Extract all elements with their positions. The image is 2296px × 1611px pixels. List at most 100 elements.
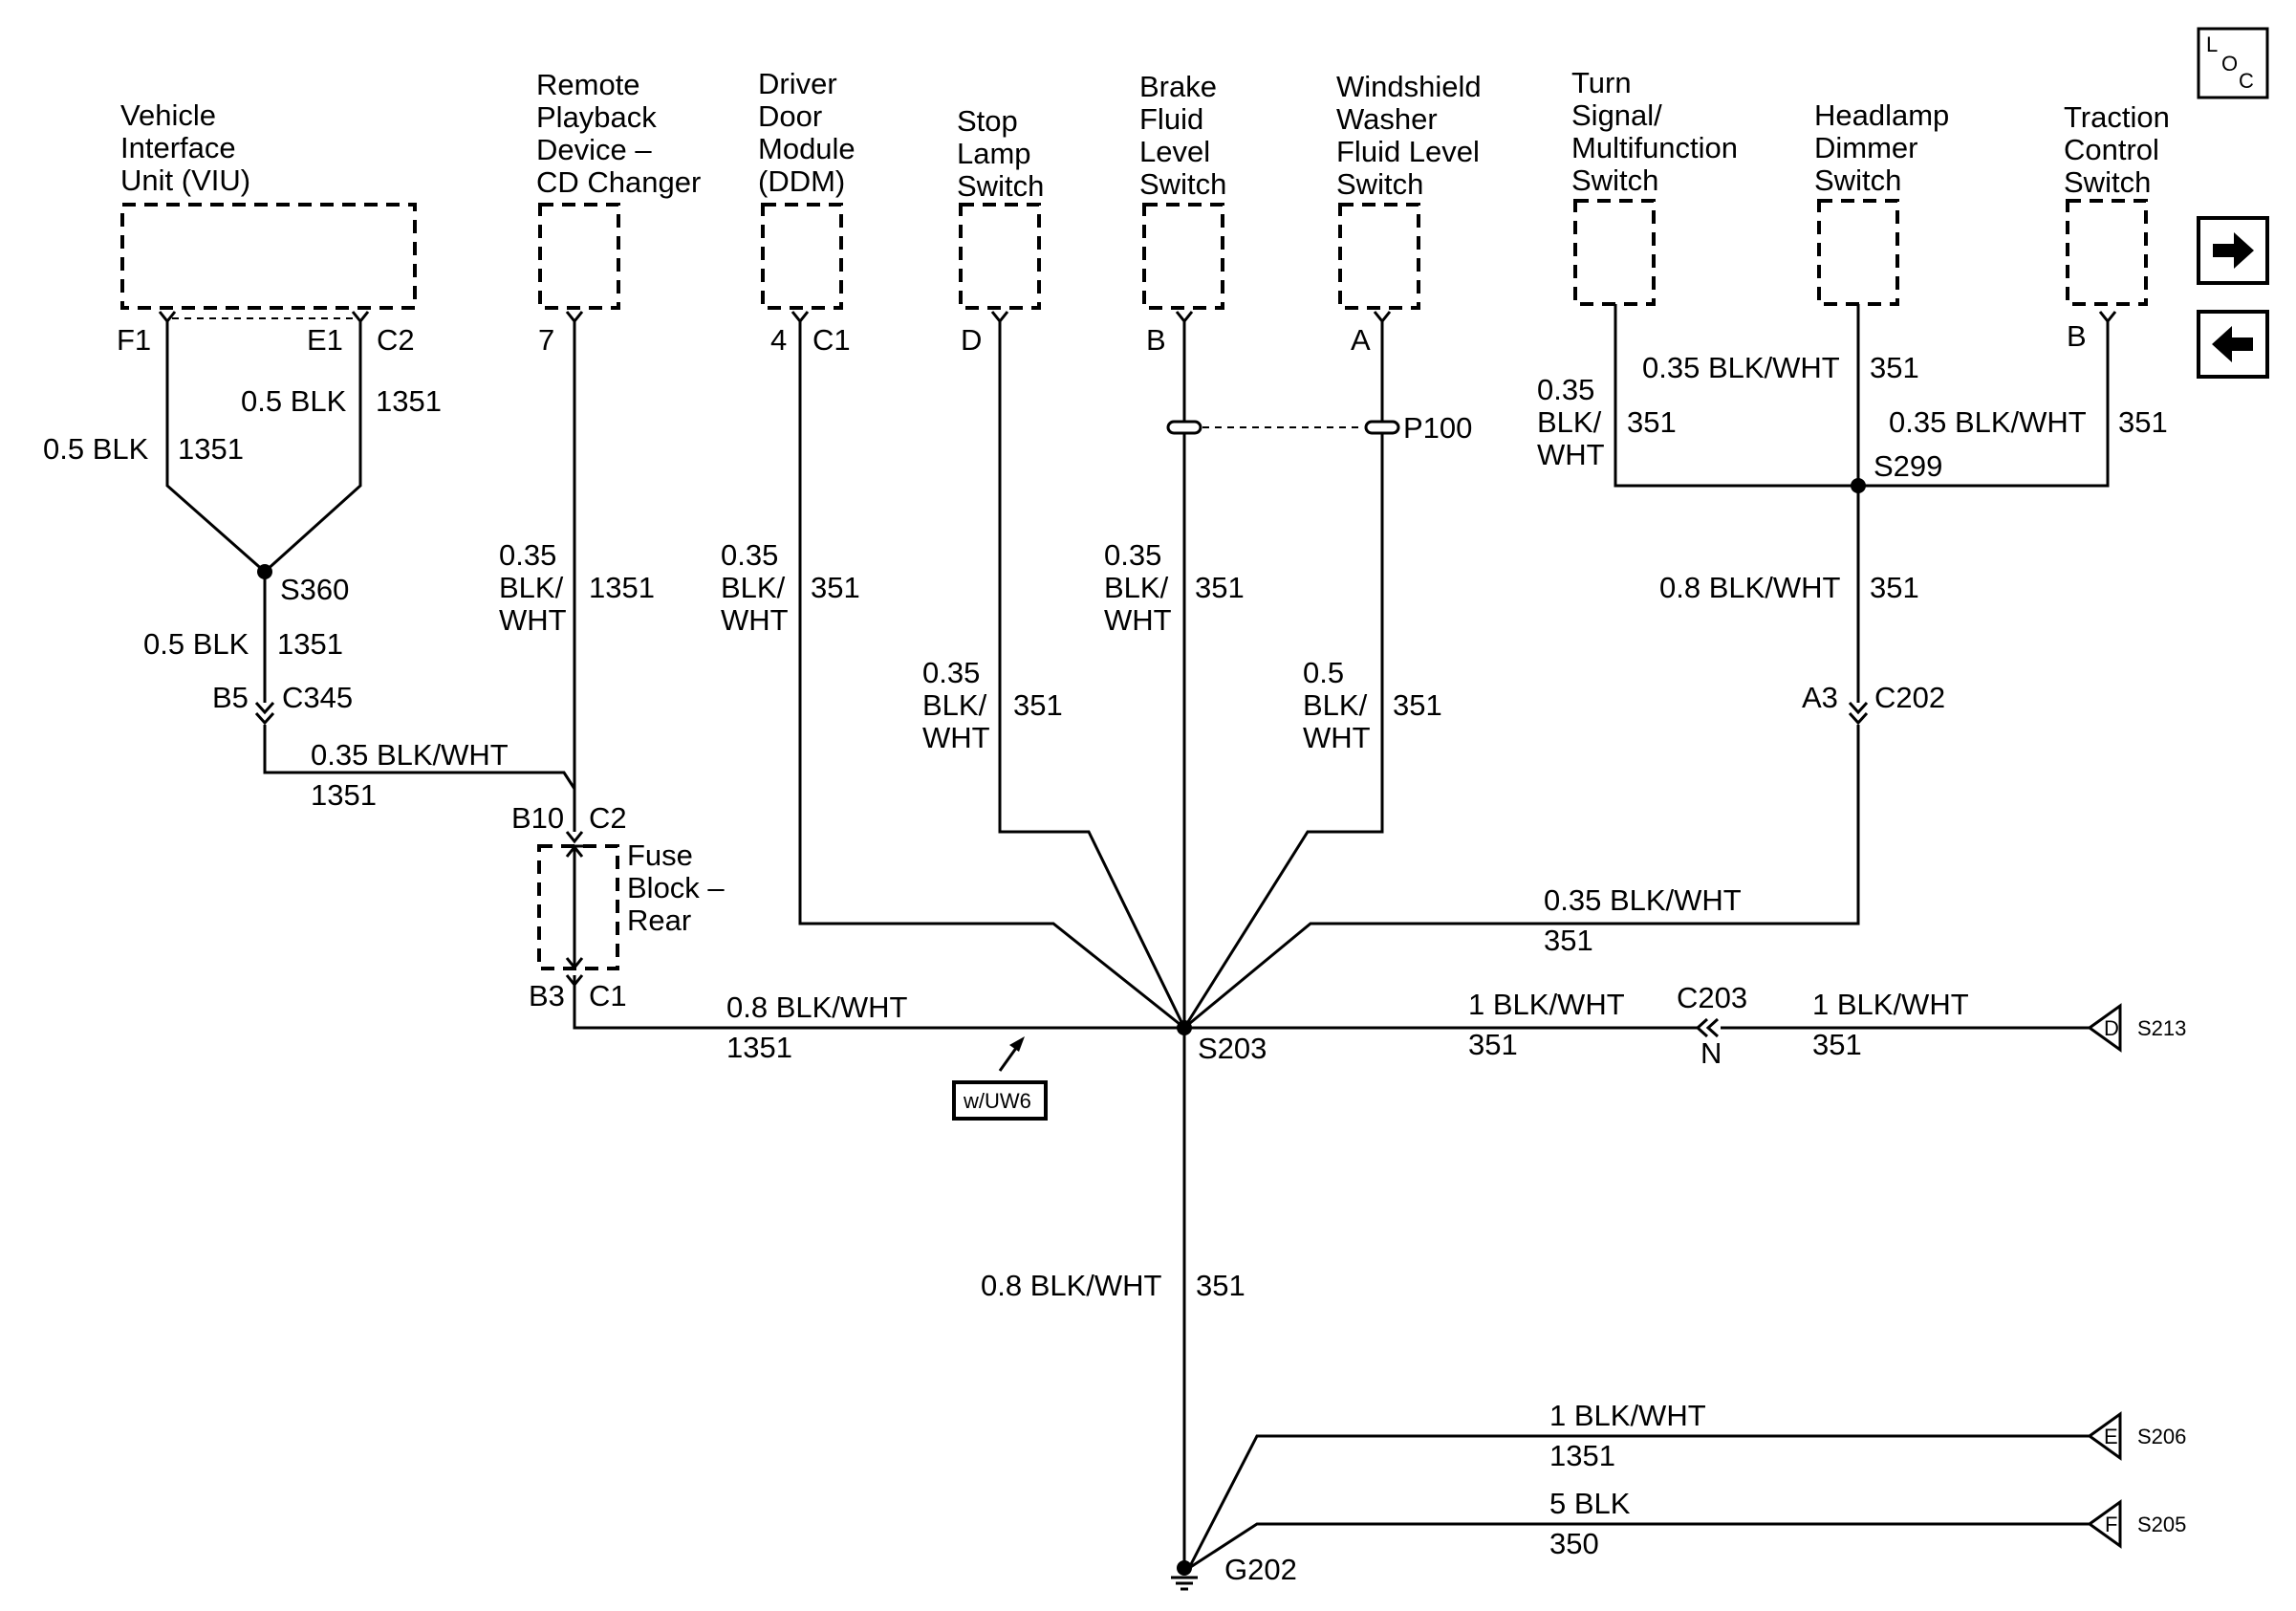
wire-headlamp-circuit: 351	[1870, 351, 1919, 384]
pin-c202-a3: A3	[1802, 681, 1838, 714]
arrow-right-icon[interactable]	[2197, 216, 2269, 285]
wire-stop-size: 0.35 BLK/ WHT	[922, 656, 995, 754]
p100-grommet	[1166, 420, 1400, 435]
offpage-s205[interactable]: F S205	[2087, 1499, 2186, 1549]
loc-letter-l: L	[2206, 33, 2218, 56]
pin-remote-7: 7	[538, 323, 554, 357]
wire-s203-c203-size: 1 BLK/WHT	[1468, 988, 1625, 1021]
wire-brake-size: 0.35 BLK/ WHT	[1104, 538, 1177, 637]
fuse-block-c1-symbol	[565, 974, 584, 988]
wire-s203-g202-size: 0.8 BLK/WHT	[981, 1269, 1162, 1302]
wire-s360-circuit: 1351	[277, 627, 343, 661]
wiring	[165, 304, 2110, 1570]
wire-s206-circuit: 1351	[1549, 1439, 1615, 1472]
pin-fork-symbols	[158, 311, 2117, 324]
wire-viu-right-size: 0.5 BLK	[241, 384, 347, 418]
headlamp-dimmer-label: Headlamp Dimmer Switch	[1814, 98, 1958, 197]
viu-box	[120, 203, 417, 310]
wire-remote-circuit: 1351	[589, 571, 655, 604]
offpage-s206-letter: E	[2104, 1425, 2118, 1448]
wire-s203-g202-circuit: 351	[1196, 1269, 1245, 1302]
s299-splice	[1851, 478, 1866, 493]
splice-labels: S360 S299 S203 G202 P100	[280, 411, 1942, 1586]
option-note-uw6: w/UW6	[952, 1036, 1048, 1121]
wire-viu-left-circuit: 1351	[178, 432, 244, 466]
wire-washer	[1182, 321, 1384, 1029]
offpage-s206[interactable]: E S206	[2087, 1411, 2186, 1461]
wire-c202-s203-circuit: 351	[1544, 924, 1593, 957]
wire-ddm	[798, 321, 1185, 1030]
pin-labels: F1 E1 C2 7 4 C1 D B A B B5 C345 B10 C2 B…	[117, 319, 2087, 1070]
wire-c203-s213-size: 1 BLK/WHT	[1812, 988, 1969, 1021]
stop-lamp-box	[959, 203, 1041, 310]
option-note-text: w/UW6	[963, 1089, 1031, 1113]
wire-s206	[1187, 1434, 2090, 1569]
wire-c345-size: 0.35 BLK/WHT	[311, 738, 509, 772]
traction-control-box	[2066, 199, 2148, 306]
wire-traction	[1858, 321, 2110, 488]
label-p100: P100	[1403, 411, 1472, 445]
turn-signal-box	[1573, 199, 1656, 306]
traction-control-label: Traction Control Switch	[2064, 100, 2177, 199]
offpage-s205-letter: F	[2105, 1513, 2117, 1536]
wire-traction-circuit: 351	[2118, 405, 2168, 439]
wire-viu-f1	[165, 321, 266, 574]
label-s203: S203	[1198, 1032, 1267, 1065]
pin-viu-e1: E1	[307, 323, 343, 357]
wire-fuse-s203-size: 0.8 BLK/WHT	[726, 991, 908, 1024]
pin-ddm-4: 4	[770, 323, 787, 357]
wire-washer-circuit: 351	[1393, 688, 1442, 722]
remote-playback-box	[538, 203, 620, 310]
pin-viu-c2: C2	[377, 323, 415, 357]
wire-washer-size: 0.5 BLK/ WHT	[1303, 656, 1375, 754]
wire-s206-size: 1 BLK/WHT	[1549, 1399, 1706, 1432]
offpage-s213[interactable]: D S213	[2087, 1003, 2186, 1053]
arrow-left-icon[interactable]	[2197, 310, 2269, 379]
pin-c345-b5: B5	[212, 681, 249, 714]
fuse-block-internal-jumper	[564, 844, 585, 970]
fuse-block-box	[537, 844, 619, 970]
wire-fuse-s203	[573, 975, 1184, 1030]
wire-viu-left-size: 0.5 BLK	[43, 432, 149, 466]
s360-splice	[257, 564, 272, 579]
loc-letter-c: C	[2239, 69, 2254, 93]
wire-s299-size: 0.8 BLK/WHT	[1659, 571, 1841, 604]
loc-icon[interactable]: L O C	[2197, 27, 2269, 99]
label-g202: G202	[1224, 1553, 1297, 1586]
pin-c203-n: N	[1700, 1036, 1722, 1070]
wire-s205-size: 5 BLK	[1549, 1487, 1631, 1520]
wire-ddm-circuit: 351	[811, 571, 860, 604]
ground-icon	[1171, 1560, 1198, 1591]
wire-s360-size: 0.5 BLK	[143, 627, 249, 661]
pin-washer-a: A	[1351, 323, 1371, 357]
washer-fluid-box	[1338, 203, 1420, 310]
pin-ddm-c1: C1	[812, 323, 851, 357]
brake-fluid-box	[1142, 203, 1224, 310]
c203-connector-symbol	[1695, 1017, 1720, 1038]
loc-letter-o: O	[2221, 52, 2238, 76]
pin-stop-d: D	[961, 323, 982, 357]
headlamp-dimmer-box	[1817, 199, 1899, 306]
pin-fuse-c2: C2	[589, 801, 627, 835]
wire-stop-circuit: 351	[1013, 688, 1063, 722]
c345-connector-symbol	[254, 701, 275, 726]
wire-s205-circuit: 350	[1549, 1527, 1599, 1560]
c202-connector-symbol	[1848, 701, 1869, 726]
wire-remote-size: 0.35 BLK/ WHT	[499, 538, 572, 637]
viu-label: Vehicle Interface Unit (VIU)	[120, 98, 250, 197]
wire-c345-fuse	[263, 725, 576, 790]
ddm-label: Driver Door Module (DDM)	[758, 67, 863, 198]
wire-turn	[1614, 304, 1858, 488]
pin-fuse-b10: B10	[511, 801, 564, 835]
offpage-s213-letter: D	[2104, 1016, 2119, 1040]
remote-playback-label: Remote Playback Device – CD Changer	[536, 68, 701, 199]
pin-viu-f1: F1	[117, 323, 151, 357]
connector-c345: C345	[282, 681, 353, 714]
wire-c202-s203	[1183, 725, 1860, 1030]
label-s299: S299	[1874, 449, 1942, 483]
pin-fuse-c1: C1	[589, 979, 627, 1012]
wire-c203-s213-circuit: 351	[1812, 1028, 1862, 1061]
pin-fuse-b3: B3	[529, 979, 565, 1012]
wire-ddm-size: 0.35 BLK/ WHT	[721, 538, 793, 637]
